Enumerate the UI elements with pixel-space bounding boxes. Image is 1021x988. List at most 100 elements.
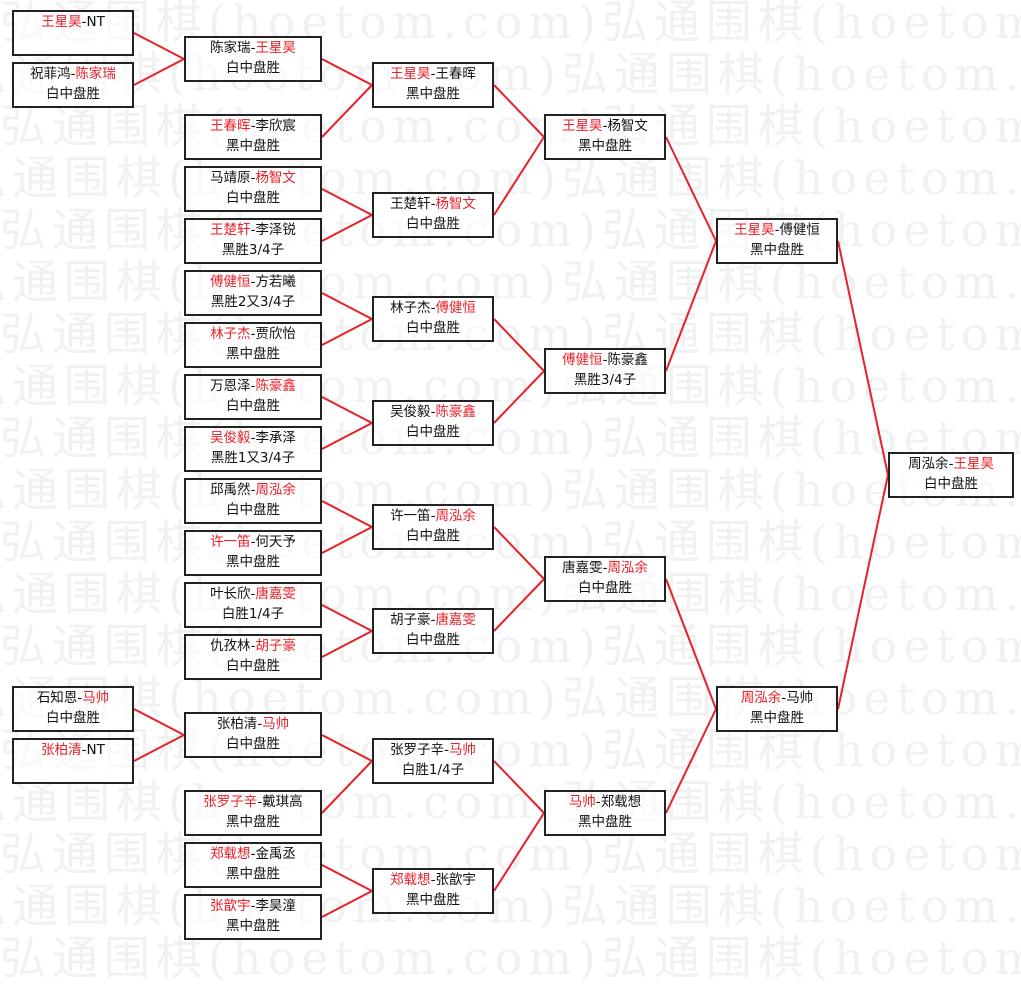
bracket-connector — [665, 708, 717, 814]
match-players: 张罗子辛-戴琪高 — [186, 792, 320, 812]
separator: - — [250, 482, 256, 498]
player-name: 唐嘉雯 — [562, 560, 603, 576]
separator: - — [602, 118, 608, 134]
winner-name: 傅健恒 — [562, 352, 603, 368]
player-name: 李昊潼 — [255, 898, 296, 914]
watermark-text: 弘通围棋(hoetom.com)弘通围棋(hoetom.com) — [0, 203, 1021, 257]
match-box: 许一笛-何天予黑中盘胜 — [184, 530, 322, 576]
match-box: 林子杰-贾欣怡黑中盘胜 — [184, 322, 322, 368]
winner-name: 陈豪鑫 — [255, 378, 296, 394]
match-result: 黑中盘胜 — [578, 814, 632, 830]
match-result: 黑胜2又3/4子 — [210, 294, 296, 310]
separator: - — [250, 170, 256, 186]
player-name: NT — [86, 14, 105, 30]
separator: - — [81, 14, 87, 30]
bracket-connector — [321, 734, 373, 762]
match-result: 白中盘胜 — [406, 632, 460, 648]
watermark-text: 弘通围棋(hoetom.com)弘通围棋(hoetom.com) — [0, 307, 1021, 361]
match-result: 白中盘胜 — [226, 398, 280, 414]
bracket-lines — [133, 32, 889, 918]
bracket-connector — [133, 32, 185, 60]
match-players: 马帅-郑载想 — [546, 792, 664, 812]
watermark-text: 弘通围棋(hoetom.com)弘通围棋(hoetom.com) — [0, 463, 1021, 517]
separator: - — [430, 612, 436, 628]
separator: - — [430, 872, 436, 888]
bracket-connector — [493, 812, 545, 892]
match-result: 白中盘胜 — [406, 528, 460, 544]
match-result: 黑胜1又3/4子 — [210, 450, 296, 466]
separator: - — [948, 456, 954, 472]
winner-name: 唐嘉雯 — [435, 612, 476, 628]
bracket-connector — [837, 474, 889, 710]
player-name: 方若曦 — [255, 274, 296, 290]
match-result: 白中盘胜 — [226, 60, 280, 76]
match-players: 张柏清-马帅 — [186, 714, 320, 734]
match-players: 王楚轩-杨智文 — [374, 194, 492, 214]
match-box: 胡子豪-唐嘉雯白中盘胜 — [372, 608, 494, 654]
bracket-connector — [665, 240, 717, 372]
watermark-text: 弘通围棋(hoetom.com)弘通围棋(hoetom.com) — [0, 879, 1021, 933]
winner-name: 唐嘉雯 — [255, 586, 296, 602]
separator: - — [595, 794, 601, 810]
match-result: 白胜1/4子 — [401, 762, 465, 778]
player-name: 马帅 — [786, 690, 814, 706]
bracket-connector — [321, 214, 373, 242]
bracket-connector — [133, 58, 185, 86]
separator: - — [774, 222, 780, 238]
separator: - — [602, 560, 608, 576]
player-name: 万恩泽 — [210, 378, 251, 394]
winner-name: 张罗子辛 — [203, 794, 258, 810]
match-box: 王星昊-傅健恒黑中盘胜 — [716, 218, 838, 264]
player-name: 李泽锐 — [255, 222, 296, 238]
match-result: 黑中盘胜 — [406, 892, 460, 908]
winner-name: 陈家瑞 — [75, 66, 116, 82]
player-name: 郑载想 — [600, 794, 642, 810]
winner-name: 马帅 — [448, 742, 476, 758]
player-name: 金禹丞 — [255, 846, 296, 862]
match-result: 黑中盘胜 — [226, 814, 280, 830]
separator: - — [430, 300, 436, 316]
match-players: 叶长欣-唐嘉雯 — [186, 584, 320, 604]
match-players: 万恩泽-陈豪鑫 — [186, 376, 320, 396]
separator: - — [430, 508, 436, 524]
match-players: 林子杰-贾欣怡 — [186, 324, 320, 344]
bracket-connector — [321, 760, 373, 814]
separator: - — [250, 430, 256, 446]
match-box: 仇孜林-胡子豪白中盘胜 — [184, 634, 322, 680]
match-box: 许一笛-周泓余白中盘胜 — [372, 504, 494, 550]
player-name: 胡子豪 — [390, 612, 431, 628]
player-name: 王楚轩 — [390, 196, 431, 212]
match-result: 白中盘胜 — [46, 710, 100, 726]
match-players: 邱禹然-周泓余 — [186, 480, 320, 500]
bracket-connector — [321, 500, 373, 528]
match-players: 王星昊-傅健恒 — [718, 220, 836, 240]
player-name: 邱禹然 — [210, 482, 251, 498]
player-name: 张柏清 — [216, 716, 258, 732]
bracket-connector — [321, 630, 373, 658]
match-box: 张柏清-NT — [12, 738, 134, 784]
match-box: 王楚轩-杨智文白中盘胜 — [372, 192, 494, 238]
winner-name: 许一笛 — [210, 534, 251, 550]
bracket-connector — [493, 526, 545, 580]
separator: - — [81, 742, 87, 758]
match-result: 白中盘胜 — [226, 502, 280, 518]
winner-name: 马帅 — [82, 690, 110, 706]
winner-name: 杨智文 — [255, 170, 296, 186]
match-result: 黑中盘胜 — [226, 138, 280, 154]
bracket-connector — [493, 318, 545, 372]
match-box: 郑载想-金禹丞黑中盘胜 — [184, 842, 322, 888]
player-name: 贾欣怡 — [255, 326, 296, 342]
player-name: NT — [86, 742, 105, 758]
watermark-text: 弘通围棋(hoetom.com)弘通围棋(hoetom.com) — [0, 827, 1021, 881]
separator: - — [430, 66, 436, 82]
match-result: 黑中盘胜 — [406, 86, 460, 102]
separator: - — [257, 716, 263, 732]
winner-name: 傅健恒 — [210, 274, 251, 290]
match-result: 黑中盘胜 — [226, 346, 280, 362]
watermark-text: 弘通围棋(hoetom.com)弘通围棋(hoetom.com) — [0, 151, 1021, 205]
player-name: 戴琪高 — [262, 794, 303, 810]
match-result: 白中盘胜 — [406, 320, 460, 336]
player-name: 张罗子辛 — [390, 742, 445, 758]
bracket-connector — [321, 84, 373, 138]
player-name: 张歆宇 — [435, 872, 476, 888]
